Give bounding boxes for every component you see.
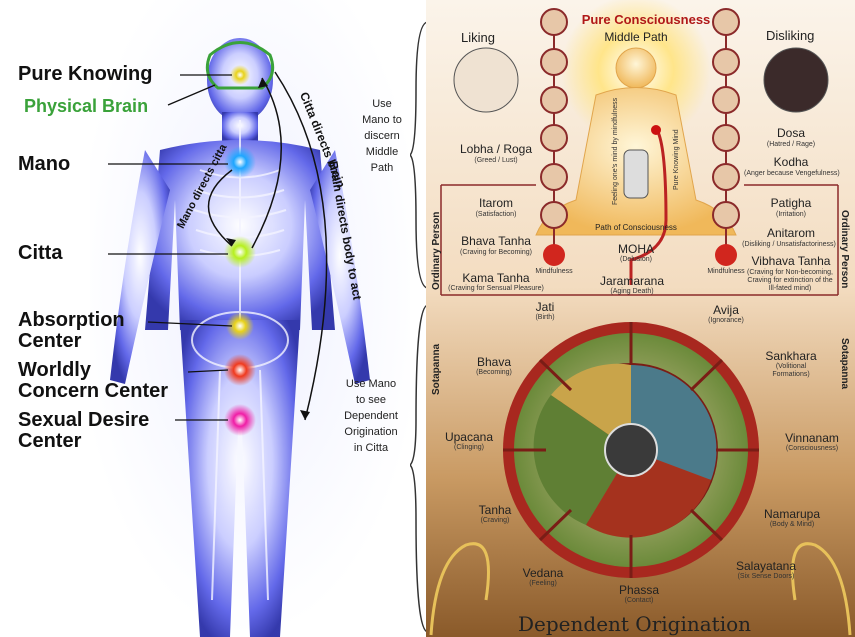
upacana-sub: (Clinging) <box>454 444 484 451</box>
dependent-origination-wheel <box>503 322 759 578</box>
section-braces <box>410 21 429 633</box>
kodha-term: Kodha <box>773 155 809 169</box>
lobha-term: Lobha / Roga <box>459 142 533 156</box>
sotapanna-right: Sotapanna <box>839 338 850 390</box>
jati-sub: (Birth) <box>535 314 555 321</box>
mindfulness-left-label: Mindfulness <box>535 268 573 275</box>
worldly-concern-center <box>224 354 256 386</box>
worldly-label-2: Concern Center <box>18 380 169 402</box>
feeling-mind-vertical: Feeling one's mind by mindfulness <box>612 97 619 205</box>
dosa-term: Dosa <box>776 126 805 140</box>
moha-term: MOHA <box>618 242 654 256</box>
salayatana-sub: (Six Sense Doors) <box>737 573 795 580</box>
liking-label: Liking <box>461 30 495 45</box>
mano-label: Mano <box>18 153 71 175</box>
patigha-term: Patigha <box>770 196 812 210</box>
anitarom-term: Anitarom <box>766 226 816 240</box>
ornament <box>429 542 852 636</box>
middle-path-label: Middle Path <box>604 30 668 44</box>
salayatana-term: Salayatana <box>735 559 797 573</box>
lobha-sub: (Greed / Lust) <box>474 157 518 164</box>
liking-image <box>453 47 519 113</box>
mano-directs-citta-arrow <box>207 169 233 247</box>
pure-consciousness-title: Pure Consciousness <box>581 12 711 27</box>
absorption-center <box>226 312 254 340</box>
dependent-origination-art <box>429 0 852 636</box>
absorption-label-1: Absorption <box>18 309 125 331</box>
vedana-term: Vedana <box>522 566 564 580</box>
moha-sub: (Delusion) <box>620 256 652 263</box>
middle-note-upper: Use Mano to discern Middle Path <box>362 98 402 174</box>
sankhara-sub: (Volitional Formations) <box>772 363 810 378</box>
vinnanam-term: Vinnanam <box>785 431 839 445</box>
vinnanam-sub: (Consciousness) <box>785 445 839 452</box>
jaramarana-term: Jaramarana <box>599 274 665 288</box>
citta-label: Citta <box>18 242 63 264</box>
dependent-origination-panel: Pure Consciousness Middle Path Liking Di… <box>426 0 855 637</box>
disliking-image <box>763 47 829 113</box>
pure-knowing-point <box>230 65 250 85</box>
jati-term: Jati <box>535 300 555 314</box>
absorption-label-2: Center <box>18 330 82 352</box>
anitarom-sub: (Disliking / Unsatisfactoriness) <box>742 241 836 248</box>
phassa-sub: (Contact) <box>624 597 654 604</box>
ordinary-person-left: Ordinary Person <box>431 211 442 290</box>
phassa-term: Phassa <box>618 583 660 597</box>
brain-directs-body-arrow <box>274 71 328 421</box>
namarupa-term: Namarupa <box>763 507 821 521</box>
patigha-sub: (Irritation) <box>776 211 806 218</box>
vibhava-tanha-sub: (Craving for Non-becoming, Craving for e… <box>747 269 833 292</box>
mindfulness-right-label: Mindfulness <box>707 268 745 275</box>
vibhava-tanha-term: Vibhava Tanha <box>751 254 831 268</box>
itarom-sub: (Satisfaction) <box>475 211 517 218</box>
avija-sub: (Ignorance) <box>708 317 744 324</box>
pure-knowing-vertical: Pure Knowing Mind <box>673 129 680 190</box>
ordinary-person-right: Ordinary Person <box>839 210 850 289</box>
tanha-term: Tanha <box>478 503 512 517</box>
avija-term: Avija <box>713 303 739 317</box>
physical-brain-label: Physical Brain <box>24 96 149 116</box>
consciousness-path <box>629 131 668 285</box>
bhava-term: Bhava <box>476 355 512 369</box>
sankhara-term: Sankhara <box>765 349 817 363</box>
disliking-label: Disliking <box>766 28 815 43</box>
bhava-tanha-sub: (Craving for Becoming) <box>460 249 532 256</box>
itarom-term: Itarom <box>478 196 513 210</box>
namarupa-sub: (Body & Mind) <box>769 521 815 528</box>
middle-note-lower: Use Mano to see Dependent Origination in… <box>344 378 398 454</box>
jaramarana-sub: (Aging Death) <box>610 288 654 295</box>
heart-icon <box>651 125 661 135</box>
tanha-sub: (Craving) <box>480 517 510 524</box>
body-figure <box>90 0 410 637</box>
dosa-sub: (Hatred / Rage) <box>766 141 816 148</box>
pure-knowing-label: Pure Knowing <box>18 63 153 85</box>
sexual-label-2: Center <box>18 430 82 452</box>
upacana-term: Upacana <box>444 430 494 444</box>
bhava-sub: (Becoming) <box>476 369 512 376</box>
kodha-sub: (Anger because Vengefulness) <box>744 170 840 177</box>
worldly-label-1: Worldly <box>18 359 91 381</box>
body-panel: Pure Knowing Physical Brain Mano Citta A… <box>18 0 429 637</box>
vedana-sub: (Feeling) <box>529 580 557 587</box>
path-of-consciousness-label: Path of Consciousness <box>595 223 677 232</box>
bhava-tanha-term: Bhava Tanha <box>461 234 531 248</box>
citta-directs-brain-arrow <box>251 77 282 249</box>
car-image <box>623 149 649 199</box>
sotapanna-left: Sotapanna <box>431 343 442 395</box>
footer-title: Dependent Origination <box>518 612 752 636</box>
sexual-desire-center <box>224 404 256 436</box>
sexual-label-1: Sexual Desire <box>18 409 150 431</box>
kama-tanha-term: Kama Tanha <box>462 271 530 285</box>
kama-tanha-sub: (Craving for Sensual Pleasure) <box>448 285 544 292</box>
